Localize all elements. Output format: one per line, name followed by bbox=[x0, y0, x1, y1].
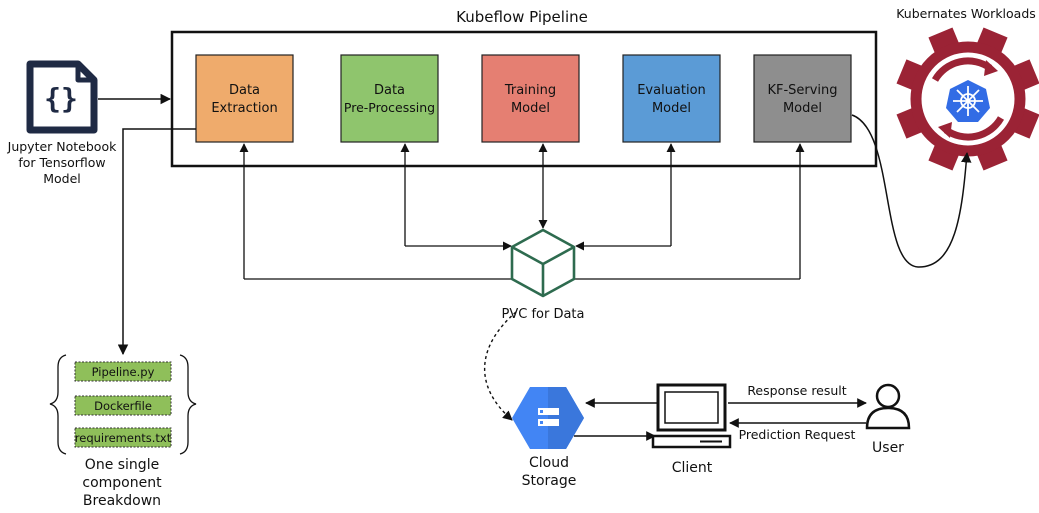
stage-evaluation-model[interactable]: Evaluation Model bbox=[622, 54, 721, 143]
right-brace bbox=[179, 354, 197, 455]
storage-label-line2: Storage bbox=[522, 473, 577, 489]
client-computer-icon[interactable] bbox=[651, 383, 732, 449]
notebook-label-line1: Jupyter Notebook bbox=[7, 139, 117, 154]
user-label: User bbox=[872, 440, 904, 456]
stage-data-preprocessing[interactable]: Data Pre-Processing bbox=[340, 54, 439, 143]
file-pipeline-py[interactable]: Pipeline.py bbox=[74, 361, 172, 382]
stage-label-line1: KF-Serving bbox=[767, 83, 837, 98]
notebook-icon: {} bbox=[26, 60, 98, 134]
svg-text:{}: {} bbox=[44, 82, 78, 115]
kubernetes-gear-icon bbox=[896, 27, 1039, 171]
storage-label-line1: Cloud bbox=[529, 455, 569, 471]
serving-to-kubernetes-arrow bbox=[851, 114, 972, 268]
notebook-label-line2: for Tensorflow bbox=[18, 155, 105, 170]
file-name: requirements.txt bbox=[75, 431, 172, 445]
stage-data-extraction[interactable]: Data Extraction bbox=[195, 54, 294, 143]
stage-kf-serving-model[interactable]: KF-Serving Model bbox=[753, 54, 852, 143]
stage-label-line2: Model bbox=[783, 101, 822, 116]
component-breakdown-arrow bbox=[117, 128, 196, 356]
response-label: Response result bbox=[747, 383, 846, 398]
stage-label-line1: Data bbox=[374, 83, 405, 98]
component-caption-line1: One single bbox=[85, 457, 159, 473]
component-file-list: Pipeline.py Dockerfile requirements.txt bbox=[49, 354, 197, 455]
request-label: Prediction Request bbox=[739, 427, 856, 442]
stage-label-line2: Pre-Processing bbox=[344, 100, 435, 115]
pvc-to-storage-arrow bbox=[484, 311, 517, 421]
pvc-label: PVC for Data bbox=[502, 307, 585, 322]
stage-box bbox=[340, 54, 439, 143]
stage-label-line1: Data bbox=[229, 83, 260, 98]
stage-label-line2: Extraction bbox=[211, 101, 277, 116]
file-name: Dockerfile bbox=[94, 399, 152, 413]
file-dockerfile[interactable]: Dockerfile bbox=[74, 395, 172, 416]
pvc-cube-icon bbox=[510, 228, 576, 298]
notebook-label-line3: Model bbox=[43, 171, 81, 186]
stage-label-line1: Evaluation bbox=[637, 83, 706, 98]
file-name: Pipeline.py bbox=[92, 365, 155, 379]
component-caption-line3: Breakdown bbox=[83, 493, 161, 509]
user-icon[interactable] bbox=[865, 383, 911, 430]
stage-box bbox=[195, 54, 294, 143]
file-requirements-txt[interactable]: requirements.txt bbox=[74, 427, 172, 448]
cloud-storage-icon[interactable] bbox=[512, 387, 584, 449]
stage-label-line2: Model bbox=[652, 101, 691, 116]
stage-label-line1: Training bbox=[504, 83, 556, 98]
stage-box bbox=[481, 54, 580, 143]
pipeline-title: Kubeflow Pipeline bbox=[456, 8, 588, 26]
pipeline-frame bbox=[170, 30, 878, 168]
stage-training-model[interactable]: Training Model bbox=[481, 54, 580, 143]
stage-box bbox=[753, 54, 852, 143]
stage-label-line2: Model bbox=[511, 101, 550, 116]
component-caption-line2: component bbox=[82, 475, 162, 491]
stage-box bbox=[622, 54, 721, 143]
kubernetes-title: Kubernates Workloads bbox=[896, 6, 1036, 21]
left-brace bbox=[49, 354, 67, 455]
client-label: Client bbox=[672, 460, 713, 476]
